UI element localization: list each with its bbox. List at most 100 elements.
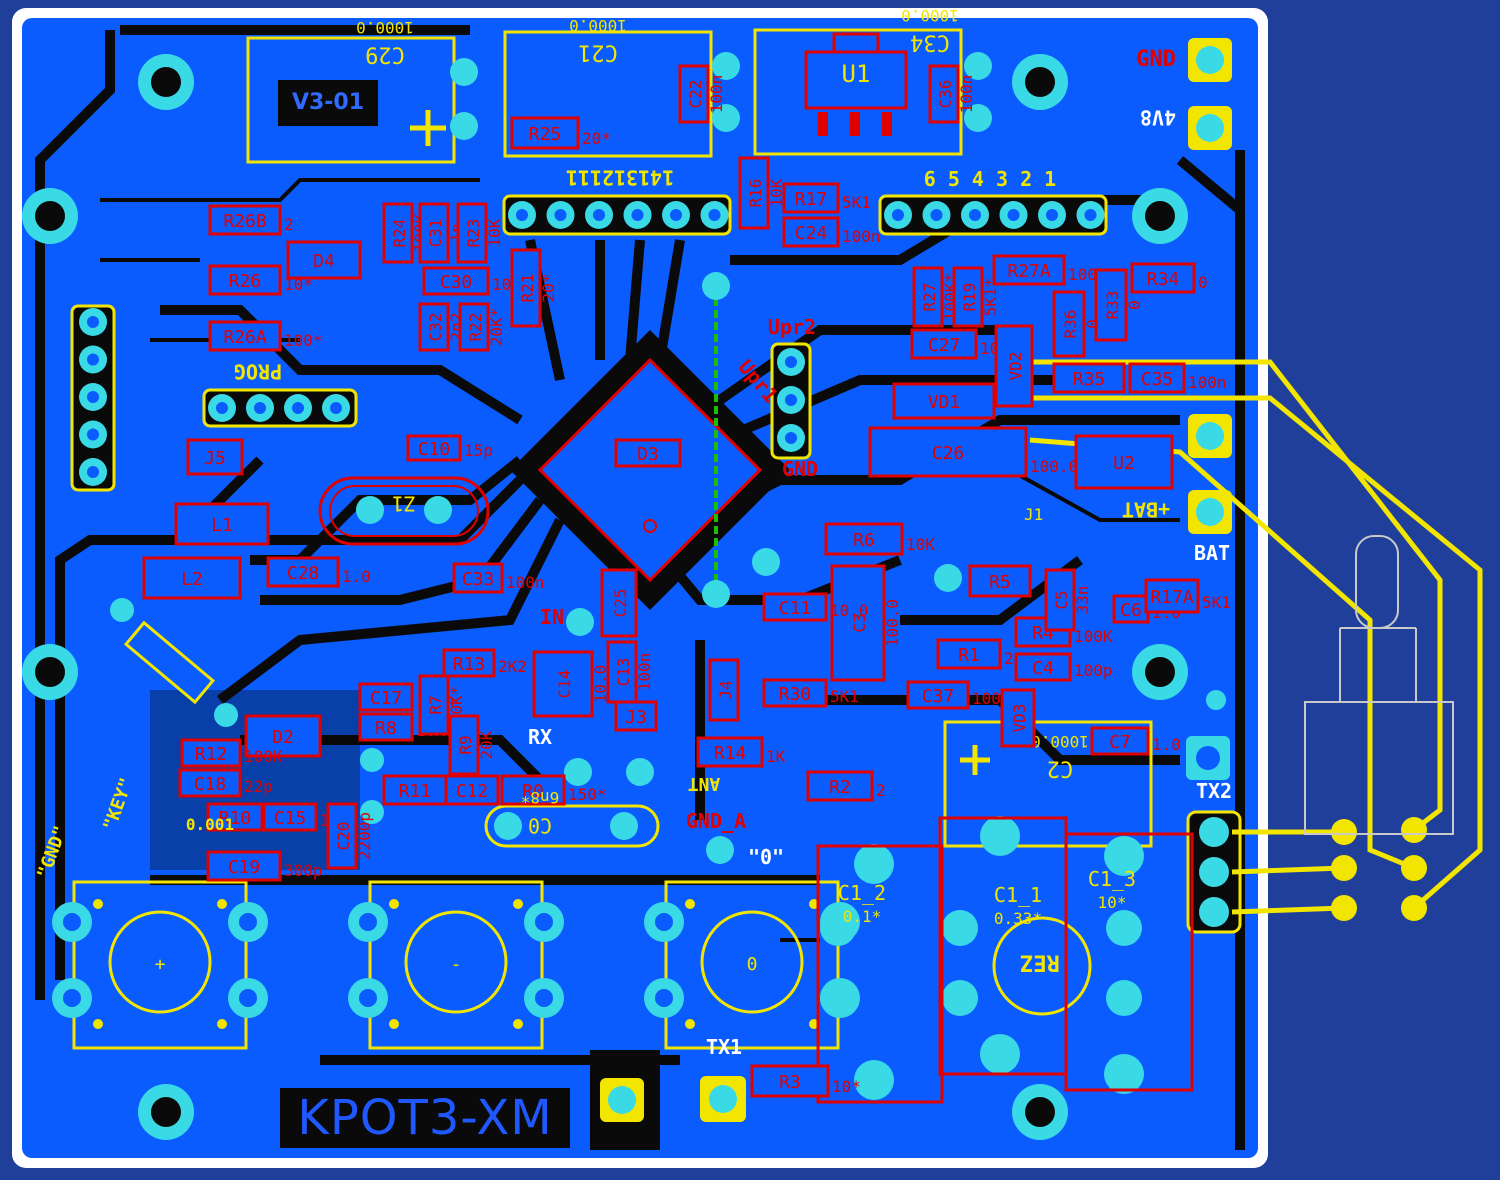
component-j3: J3 bbox=[614, 700, 658, 732]
electrolytic-caps bbox=[246, 28, 1153, 848]
component-ref: R21 bbox=[518, 274, 537, 303]
component-value: 20K bbox=[477, 730, 496, 759]
component-ref: C32 bbox=[426, 313, 445, 342]
component-vd3: VD3 bbox=[1000, 688, 1036, 748]
silk-label-header-left: 141312111 bbox=[566, 166, 674, 190]
component-ref: R10 bbox=[219, 808, 252, 829]
component-ref: C18 bbox=[194, 774, 227, 795]
component-ref: J1 bbox=[1024, 505, 1043, 524]
silk-label-rx: RX bbox=[528, 725, 552, 749]
component-ref: U1 bbox=[842, 60, 871, 88]
silk-label-bat: BAT bbox=[1194, 541, 1230, 565]
component-ref: C12 bbox=[456, 781, 489, 802]
component-r5: R5 bbox=[968, 564, 1032, 598]
silk-label-ant: ANT bbox=[688, 773, 721, 794]
component-ref: C3 bbox=[850, 613, 869, 632]
component-ref: C11 bbox=[779, 598, 812, 619]
component-ref: R24 bbox=[390, 219, 409, 248]
component-ref: C2 bbox=[1047, 755, 1074, 780]
component-ref: C6 bbox=[1120, 600, 1142, 621]
component-ref: R22 bbox=[466, 313, 485, 342]
component-c14: C14 10.0 bbox=[532, 650, 610, 718]
silk-label-header-right: 6 5 4 3 2 1 bbox=[924, 167, 1056, 191]
component-j4: J4 bbox=[708, 658, 740, 722]
component-ref: J5 bbox=[204, 448, 226, 469]
component-ref: R9 bbox=[456, 735, 475, 754]
board-title: KPOT3-XM bbox=[280, 1088, 570, 1148]
component-r34: R34 0 bbox=[1130, 262, 1208, 294]
component-ref: C1_3 bbox=[1088, 867, 1136, 891]
component-c1_2: C1_20.1* bbox=[838, 881, 886, 926]
component-ref: C7 bbox=[1109, 732, 1131, 753]
component-ref: VD2 bbox=[1006, 352, 1025, 381]
component-value: 10* bbox=[832, 1077, 861, 1096]
component-value: 2K2 bbox=[498, 657, 527, 676]
component-ref: R1 bbox=[958, 645, 980, 666]
component-ref: D2 bbox=[272, 727, 294, 748]
component-r35: R350 bbox=[1052, 362, 1138, 394]
component-value: 10.0 bbox=[591, 665, 610, 704]
component-ref: C19 bbox=[228, 857, 261, 878]
component-ref: R19 bbox=[960, 283, 979, 312]
component-ref: D4 bbox=[313, 251, 335, 272]
header-left-pins bbox=[502, 194, 732, 236]
component-value: 150* bbox=[568, 785, 607, 804]
component-ref: R0 bbox=[522, 781, 544, 802]
component-value: 10* bbox=[284, 275, 313, 294]
component-vd1: VD1 bbox=[892, 382, 996, 420]
component-l1: L1 bbox=[174, 502, 270, 546]
component-ref: C26 bbox=[932, 443, 965, 464]
component-ref: D3 bbox=[637, 444, 659, 465]
component-ref: C17 bbox=[370, 688, 403, 709]
component-value: 0 bbox=[1125, 300, 1144, 310]
component-ref: C24 bbox=[795, 223, 828, 244]
component-value: 0 bbox=[1083, 319, 1102, 329]
component-value: 5K1 bbox=[842, 193, 871, 212]
silk-label-bat-plus: +BAT bbox=[1122, 498, 1170, 522]
component-ref: C27 bbox=[928, 335, 961, 356]
component-value: 0 bbox=[1198, 273, 1208, 292]
component-ref: Z1 bbox=[392, 492, 416, 516]
silk-label-gnd-a: GND_A bbox=[686, 809, 746, 833]
component-vd2: VD2 bbox=[994, 324, 1034, 408]
component-ref: R30 bbox=[779, 684, 812, 705]
component-r30: R30 5K1 bbox=[762, 678, 859, 708]
component-value: 5K1 bbox=[830, 687, 859, 706]
button-label: 0 bbox=[747, 954, 758, 975]
component-value: 10* bbox=[1098, 893, 1127, 912]
component-ref: R12 bbox=[195, 744, 228, 765]
component-ref: C29 bbox=[365, 41, 405, 66]
component-ref: R34 bbox=[1147, 269, 1180, 290]
component-ref: R7 bbox=[426, 695, 445, 714]
silk-label-rez: REZ bbox=[1020, 949, 1060, 974]
component-ref: C14 bbox=[555, 670, 574, 699]
component-value: 100n bbox=[1188, 373, 1227, 392]
component-value: 10K bbox=[906, 535, 935, 554]
component-value: 1K bbox=[766, 747, 786, 766]
component-value: 15p bbox=[464, 441, 493, 460]
silk-label-cap-value: 0.001 bbox=[186, 815, 234, 834]
silk-label-tx1: TX1 bbox=[706, 1035, 742, 1059]
component-value: 5K1* bbox=[981, 278, 1000, 317]
